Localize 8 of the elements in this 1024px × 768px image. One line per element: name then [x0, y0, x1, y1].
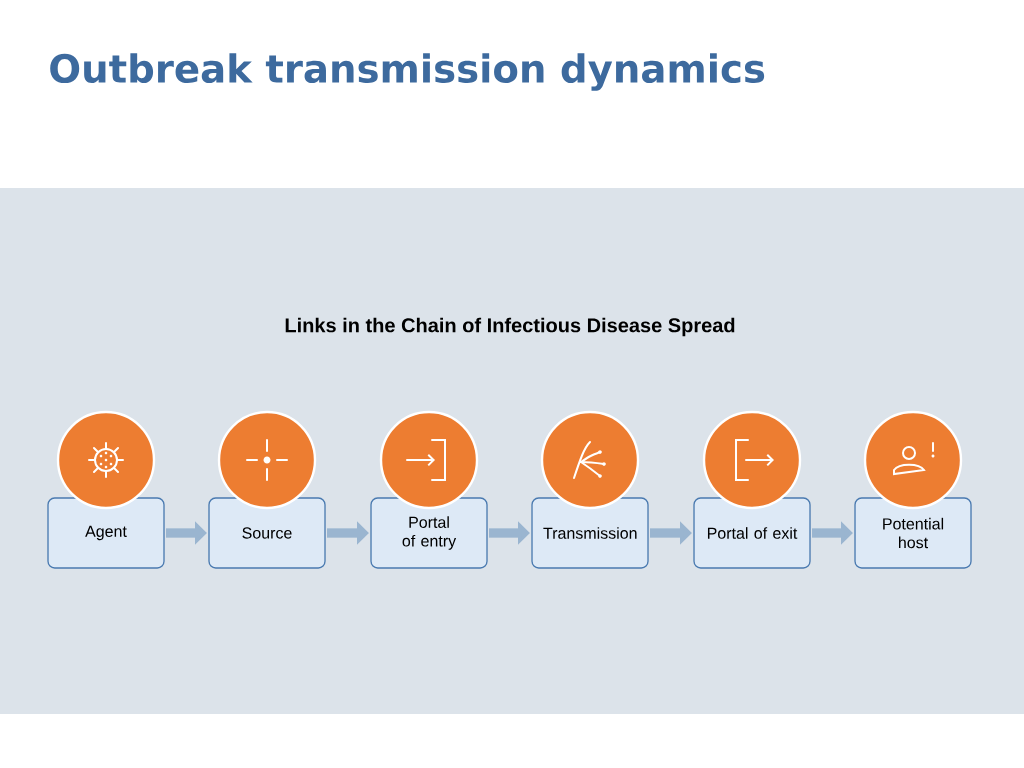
- process-box: Source: [208, 497, 326, 569]
- process-box: Agent: [47, 497, 165, 569]
- title: Outbreak transmission dynamics: [50, 53, 765, 91]
- process-box: Portal of exit: [693, 497, 811, 569]
- process-box: Portal of entry: [370, 497, 488, 569]
- subtitle: Links in the Chain of Infectious Disease Spread: [285, 317, 735, 337]
- process-box: Potential host: [854, 497, 972, 569]
- process-box: Transmission: [531, 497, 649, 569]
